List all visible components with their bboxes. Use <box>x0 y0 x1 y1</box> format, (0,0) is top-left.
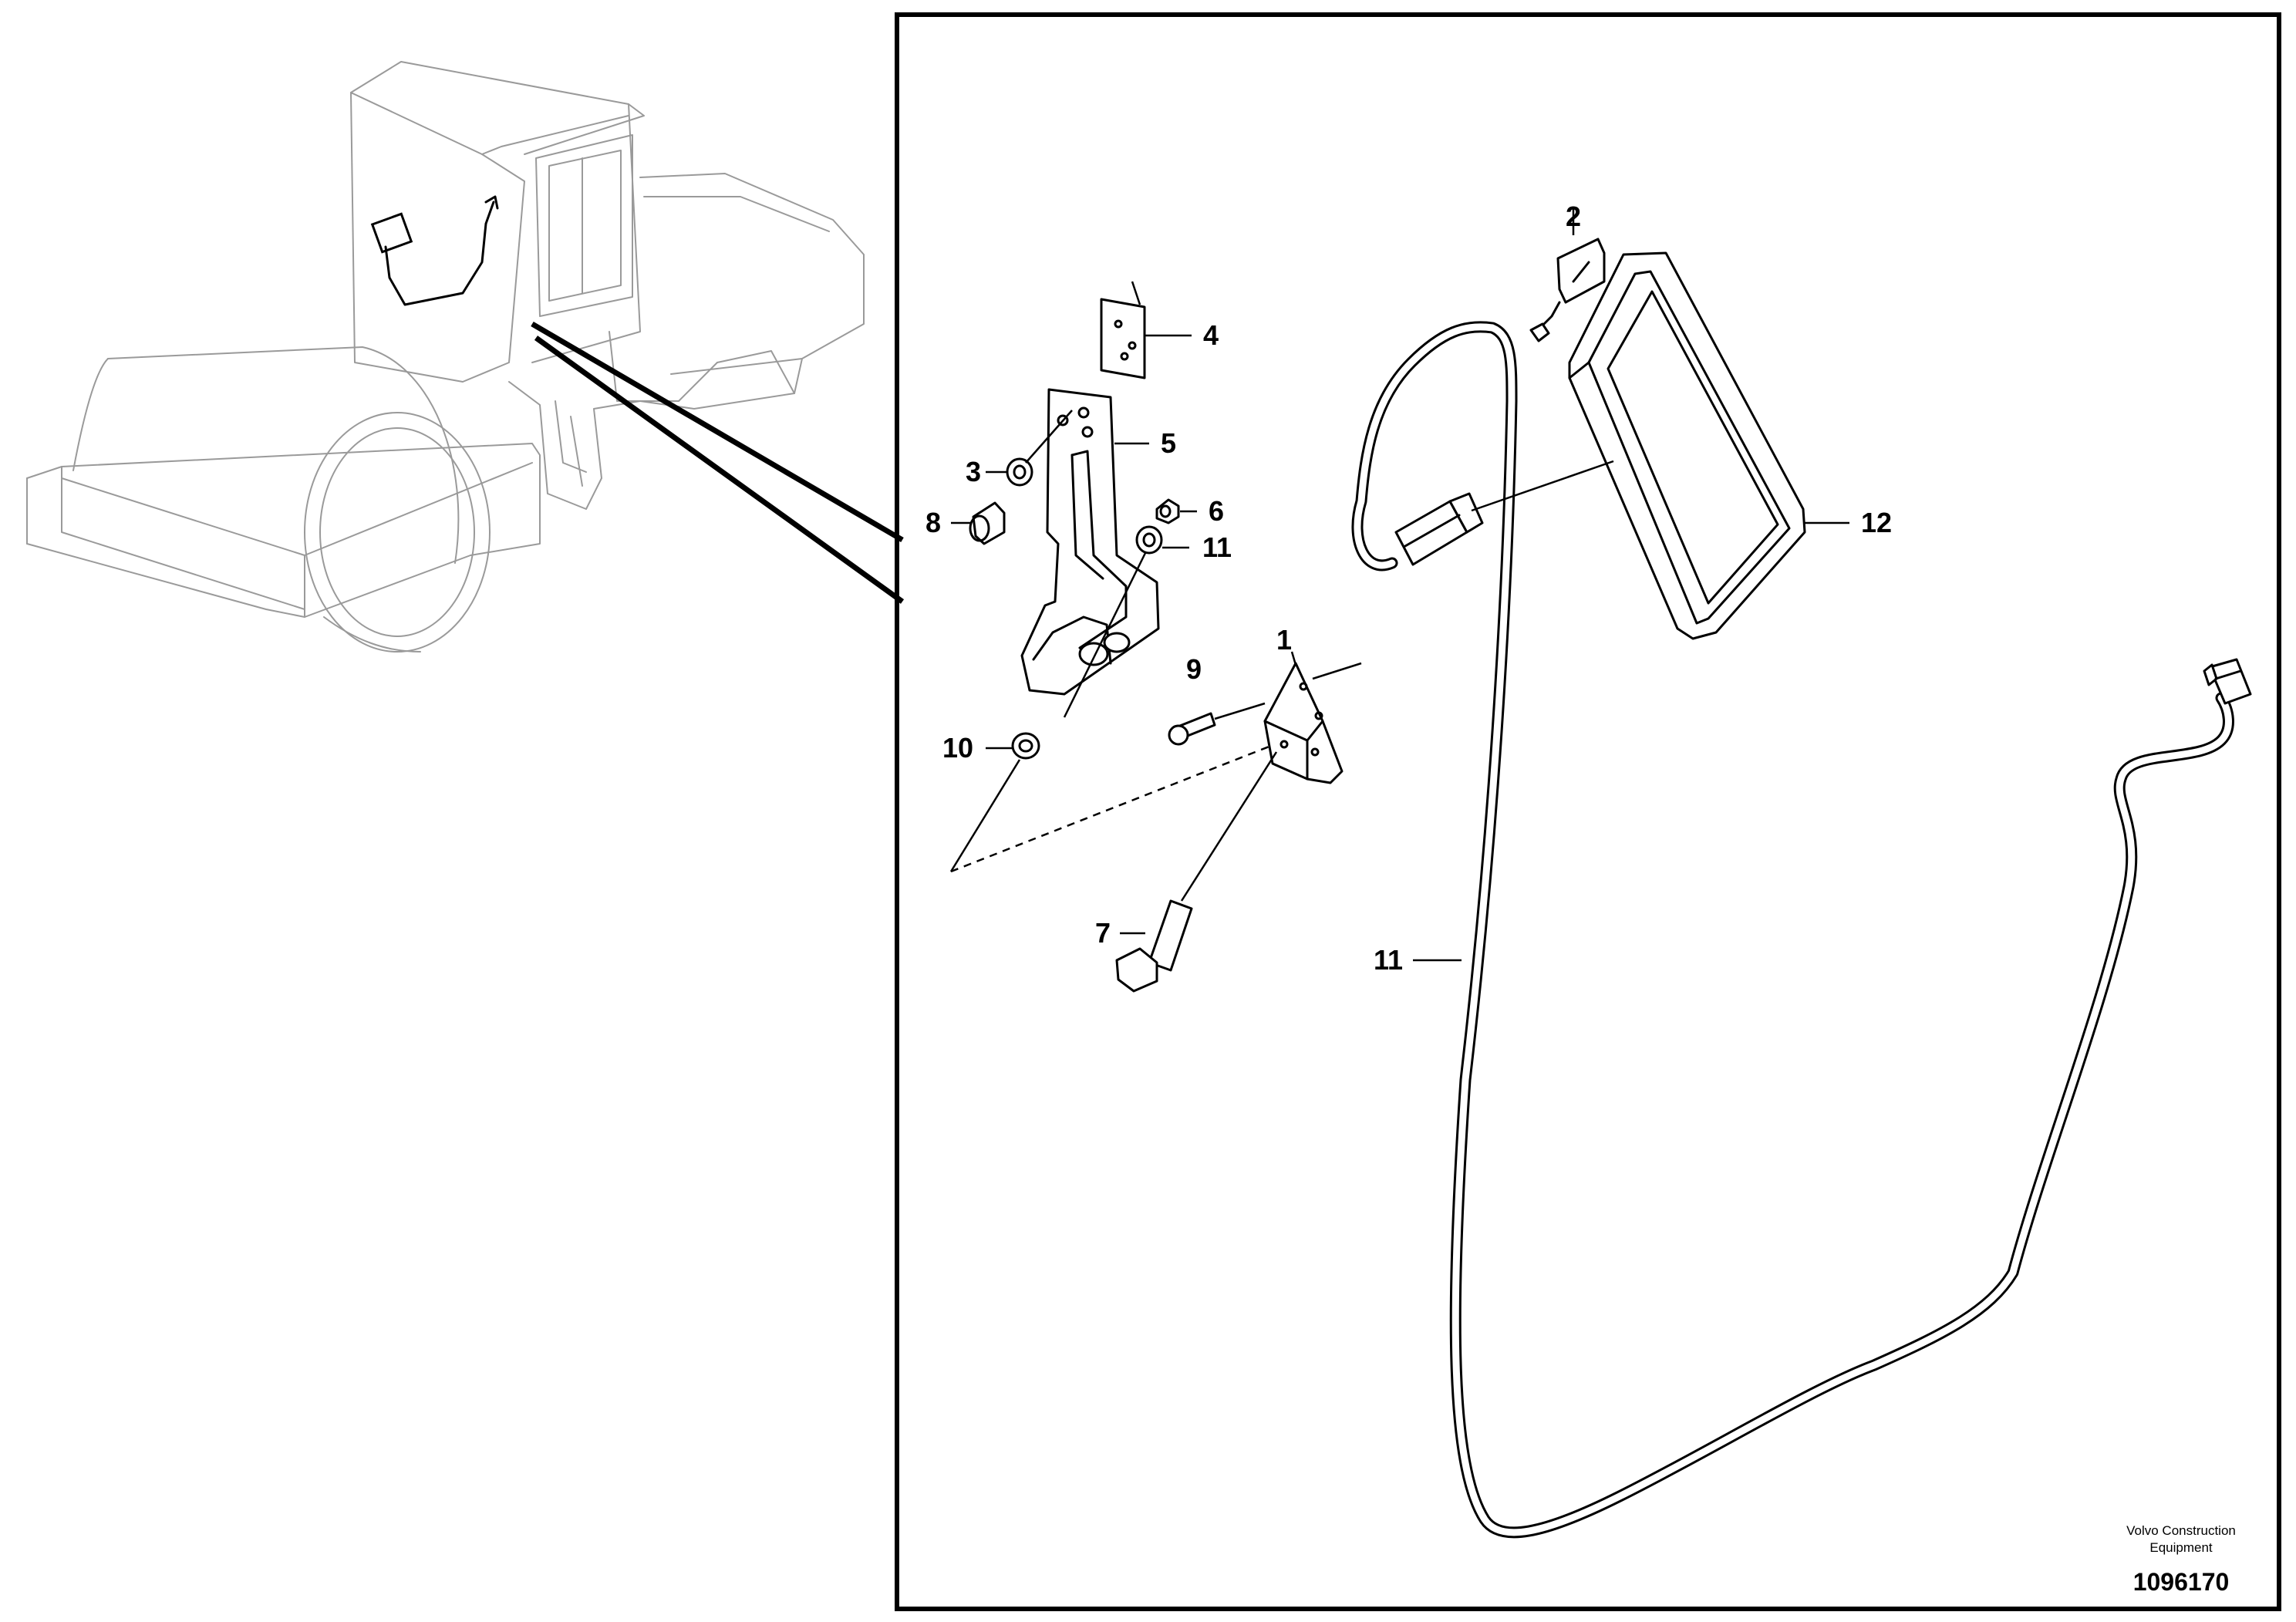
callout-3: 3 <box>966 456 981 487</box>
alignment-dashed-line <box>950 744 1272 873</box>
callout-2: 2 <box>1566 201 1581 232</box>
part-5-bracket <box>1020 388 1160 696</box>
document-number: 1096170 <box>2133 1568 2230 1596</box>
part-1-angle-bracket <box>1263 651 1362 784</box>
callout-9: 9 <box>1186 653 1202 685</box>
callout-12: 12 <box>1861 507 1892 538</box>
callout-4: 4 <box>1203 319 1219 351</box>
part-2-connector-module <box>1529 207 1606 342</box>
zoom-connector <box>531 321 905 604</box>
credit-line-1: Volvo Construction <box>2126 1523 2236 1538</box>
part-12-display-unit <box>1568 251 1849 640</box>
callout-8: 8 <box>925 507 941 538</box>
callout-11-washer: 11 <box>1202 531 1232 563</box>
part-11-cable-harness <box>1351 321 2252 1539</box>
callout-6: 6 <box>1209 495 1224 527</box>
parts-group <box>949 207 2252 1539</box>
callout-7: 7 <box>1095 917 1111 949</box>
callout-1: 1 <box>1276 624 1292 656</box>
part-4-plate <box>1100 281 1146 379</box>
part-7-bolt <box>1115 751 1278 993</box>
part-8-nut <box>969 501 1006 545</box>
credit-line-2: Equipment <box>2149 1540 2213 1555</box>
callout-labels: 1 2 3 4 5 6 7 8 9 10 11 11 12 <box>925 201 1892 976</box>
callout-5: 5 <box>1161 427 1176 459</box>
part-6-nut <box>1155 498 1180 524</box>
part-10-washer <box>949 732 1040 872</box>
part-3-washer <box>1006 410 1073 487</box>
compactor-overview-illustration <box>26 61 865 653</box>
callout-11-cable: 11 <box>1374 944 1403 976</box>
detail-frame <box>895 12 2281 1611</box>
callout-10: 10 <box>942 732 973 764</box>
part-11-washer <box>1063 525 1163 718</box>
part-9-screw <box>1168 702 1266 746</box>
